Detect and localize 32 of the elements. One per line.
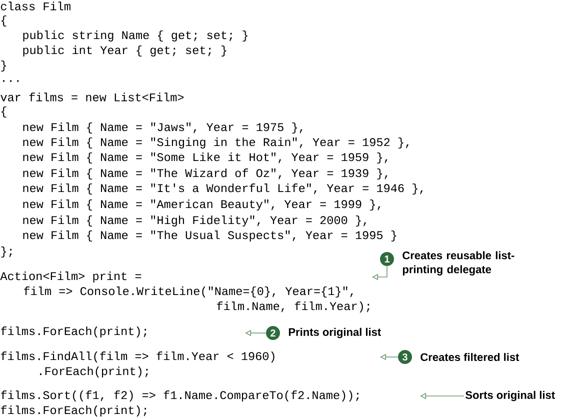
code-line: films.ForEach(print); <box>1 326 146 338</box>
code-line: }; <box>1 246 12 258</box>
code-line: public string Name { get; set; } <box>23 30 248 42</box>
callout-number: 3 <box>398 350 412 364</box>
callout-number: 2 <box>266 326 280 340</box>
code-line: class Film <box>0 2 70 10</box>
code-line: ... <box>3 80 19 82</box>
code-line: Action<Film> print = <box>0 272 142 282</box>
callout-text: Creates filtered list <box>420 352 520 362</box>
code-line: new Film { Name = "Jaws", Year = 1975 }, <box>23 122 302 134</box>
code-line: film.Name, film.Year); <box>217 302 370 312</box>
code-line: new Film { Name = "The Usual Suspects", Year = 1995 } <box>23 230 396 242</box>
code-line: { <box>2 16 6 26</box>
code-line: { <box>2 106 6 118</box>
code-line: new Film { Name = "Singing in the Rain", Year = 1952 }, <box>23 138 409 148</box>
code-line: films.Sort((f1, f2) => f1.Name.CompareTo(f2.Name)); <box>1 390 359 402</box>
code-line: new Film { Name = "American Beauty", Year = 1999 }, <box>23 200 380 210</box>
code-line: new Film { Name = "The Wizard of Oz", Year = 1939 }, <box>23 168 388 180</box>
callout-text: Prints original list <box>288 328 381 338</box>
code-line: } <box>1 60 6 72</box>
code-line: .ForEach(print); <box>40 366 148 378</box>
code-line: new Film { Name = "High Fidelity", Year = 2000 }, <box>23 216 366 226</box>
code-line: var films = new List<Film> <box>0 92 184 102</box>
code-line: films.FindAll(film => film.Year < 1960) <box>1 352 274 362</box>
code-line: films.ForEach(print); <box>1 406 146 416</box>
callout-number: 1 <box>380 252 394 266</box>
code-line: film => Console.WriteLine("Name={0}, Year={1}", <box>24 286 353 298</box>
code-line: new Film { Name = "Some Like it Hot", Year = 1959 }, <box>23 152 388 164</box>
callout-text: Creates reusable list-printing delegate <box>402 251 514 276</box>
code-line: new Film { Name = "It's a Wonderful Life", Year = 1946 }, <box>23 184 423 194</box>
callout-text: Sorts original list <box>466 390 555 402</box>
code-line: public int Year { get; set; } <box>23 46 226 56</box>
